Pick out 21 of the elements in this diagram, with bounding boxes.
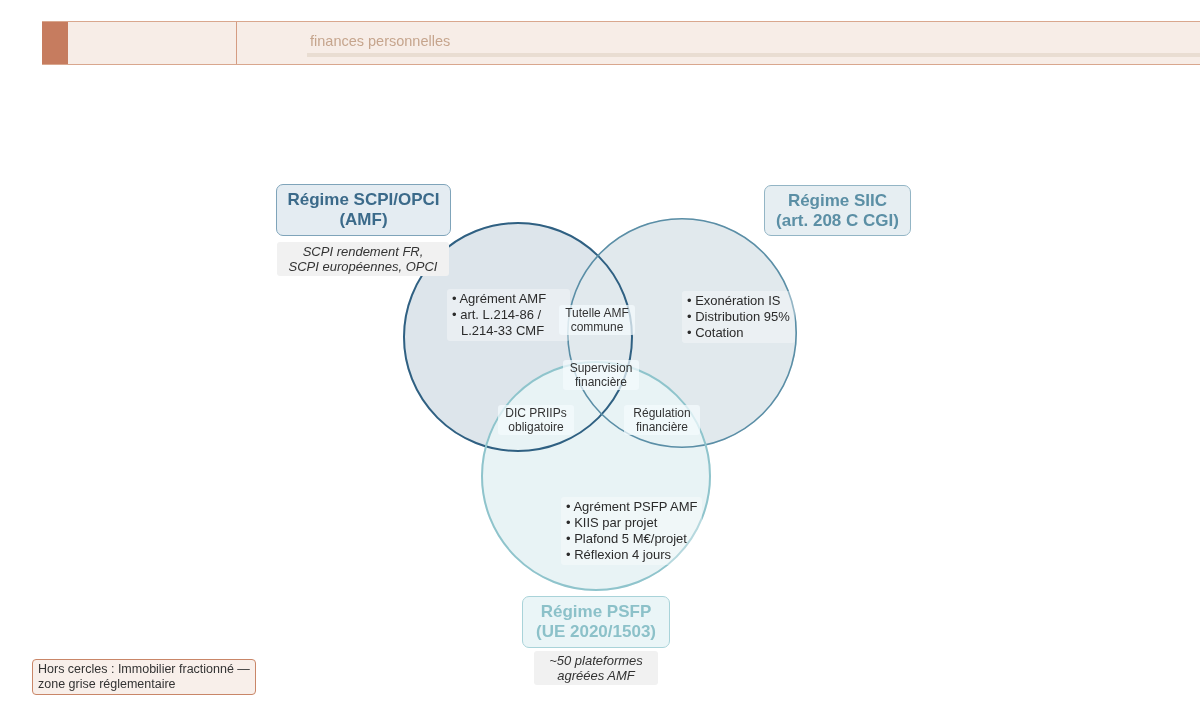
note-box: Hors cercles : Immobilier fractionné — zone grise réglementaire: [32, 659, 256, 695]
bullet-text: • Plafond 5 M€/projet: [566, 531, 688, 547]
bullet-text: • Agrément AMF: [452, 291, 548, 307]
overlap-label: DIC PRIIPs obligatoire: [498, 405, 574, 435]
bullet-text: • KIIS par projet: [566, 515, 659, 531]
bullet-text: • Exonération IS: [687, 293, 782, 309]
overlap-label: Régulation financière: [624, 405, 700, 435]
description-text: ~50 plateformes agréées AMF: [534, 651, 658, 685]
header-band: [42, 21, 1200, 65]
bullet-text: • art. L.214-86 / L.214-33 CMF: [452, 307, 546, 339]
bullet-text: • Distribution 95%: [687, 309, 790, 325]
description-text: SCPI rendement FR, SCPI européennes, OPCI: [277, 242, 449, 276]
tagline-text: finances personnelles: [310, 33, 451, 50]
bullet-text: • Réflexion 4 jours: [566, 547, 672, 563]
regime-title: Régime PSFP (UE 2020/1503): [522, 596, 670, 648]
regime-title: Régime SCPI/OPCI (AMF): [276, 184, 451, 236]
bullet-text: • Cotation: [687, 325, 745, 341]
overlap-label: Supervision financière: [563, 360, 639, 390]
overlap-label: Tutelle AMF commune: [559, 305, 635, 335]
regime-title: Régime SIIC (art. 208 C CGI): [764, 185, 911, 236]
bullet-text: • Agrément PSFP AMF: [566, 499, 698, 515]
